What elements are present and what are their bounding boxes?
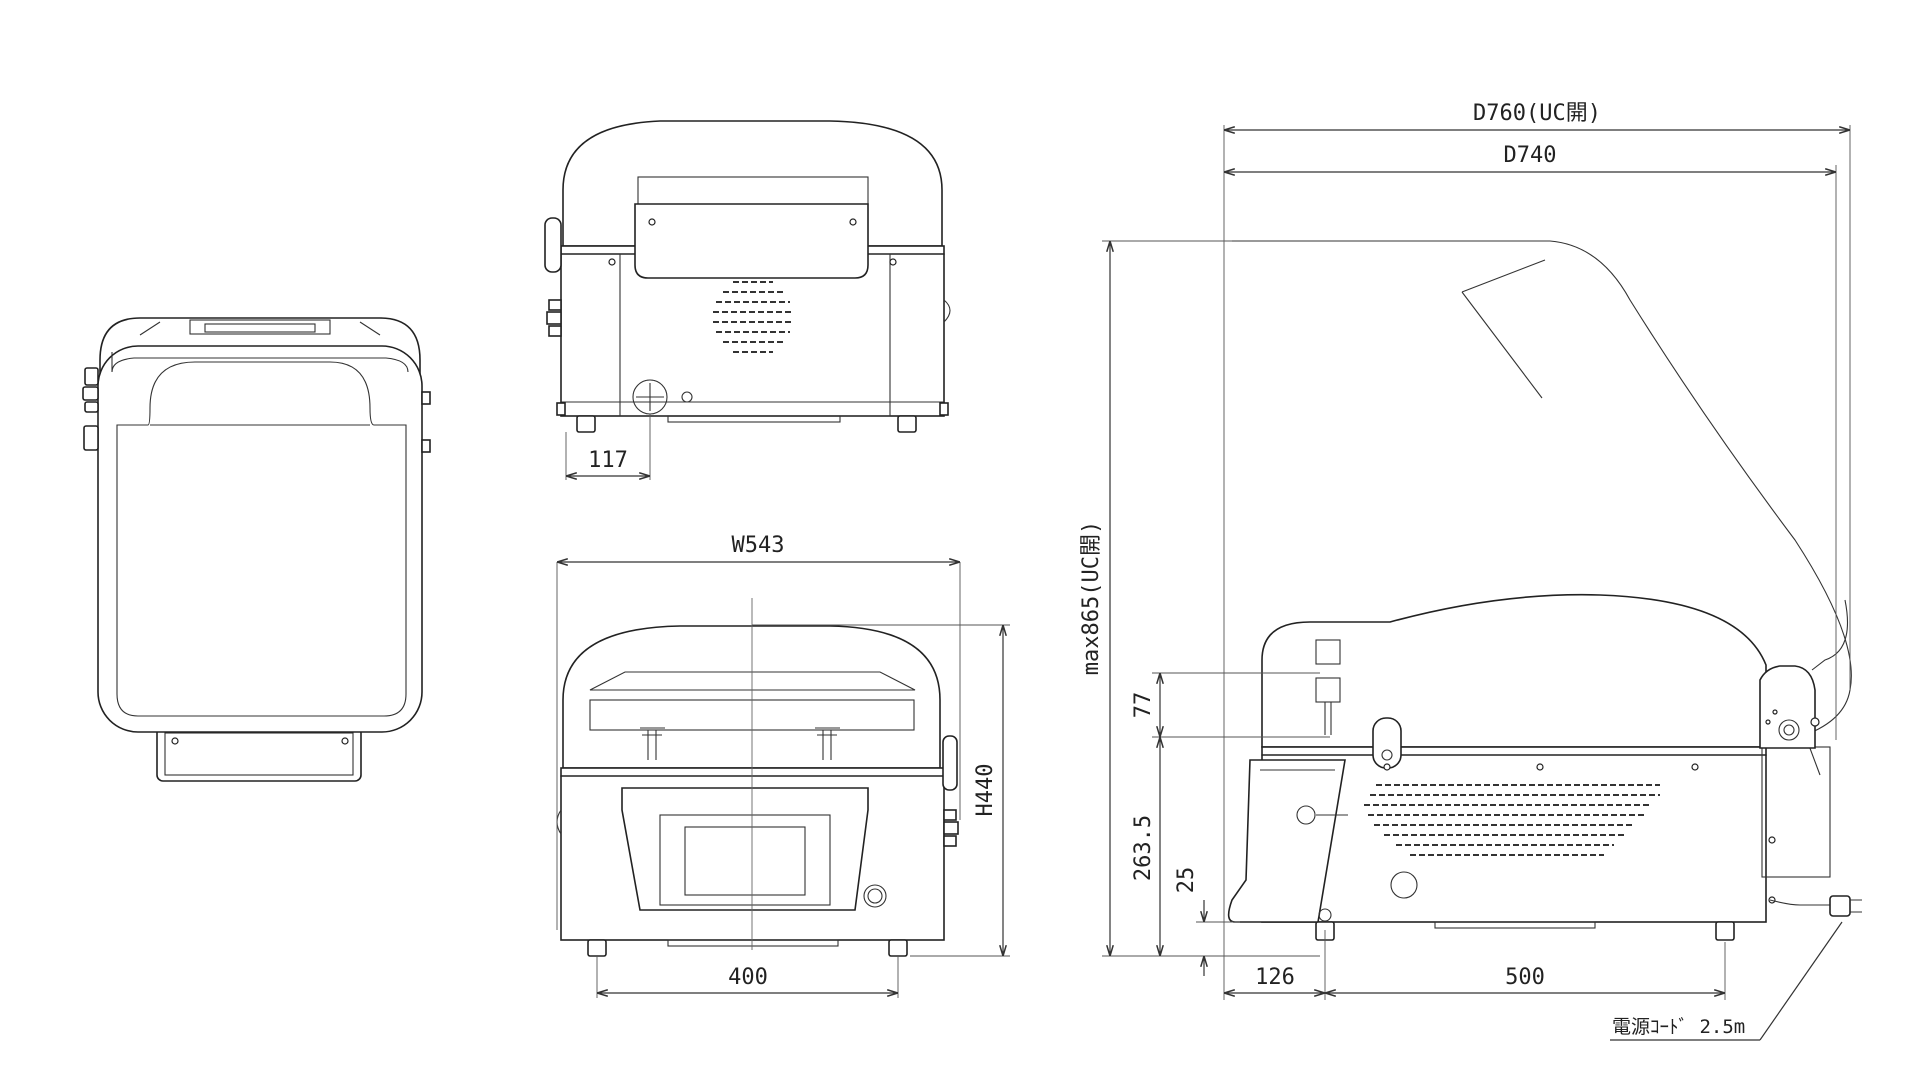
- rear-view: 117: [544, 120, 951, 480]
- dim-front-overhang: 126: [1255, 965, 1295, 990]
- dim-body-height: 263.5: [1131, 815, 1156, 881]
- dim-depth: D740: [1504, 143, 1557, 168]
- dim-rear-offset: 117: [588, 448, 628, 473]
- dim-width: W543: [732, 533, 785, 558]
- side-view: D760(UC開) D740 max865(UC開) 77 263.5 25 1…: [1079, 101, 1862, 1041]
- dim-foot-pitch-front: 400: [728, 965, 768, 990]
- dim-height: H440: [973, 764, 998, 817]
- front-view: W543 H440 400: [556, 533, 1010, 998]
- side-vent-grille: [1364, 784, 1660, 856]
- dim-foot-pitch-side: 500: [1505, 965, 1545, 990]
- dim-depth-open: D760(UC開): [1473, 101, 1601, 126]
- power-cord-note: 電源ｺｰﾄﾞ 2.5m: [1612, 1016, 1745, 1038]
- dim-base-height: 25: [1174, 867, 1199, 894]
- dim-max-height-open: max865(UC開): [1079, 521, 1104, 675]
- dim-lid-height: 77: [1131, 692, 1156, 719]
- top-view: [82, 317, 431, 782]
- lid-posts: [640, 727, 840, 760]
- rear-vent-grille: [713, 281, 793, 353]
